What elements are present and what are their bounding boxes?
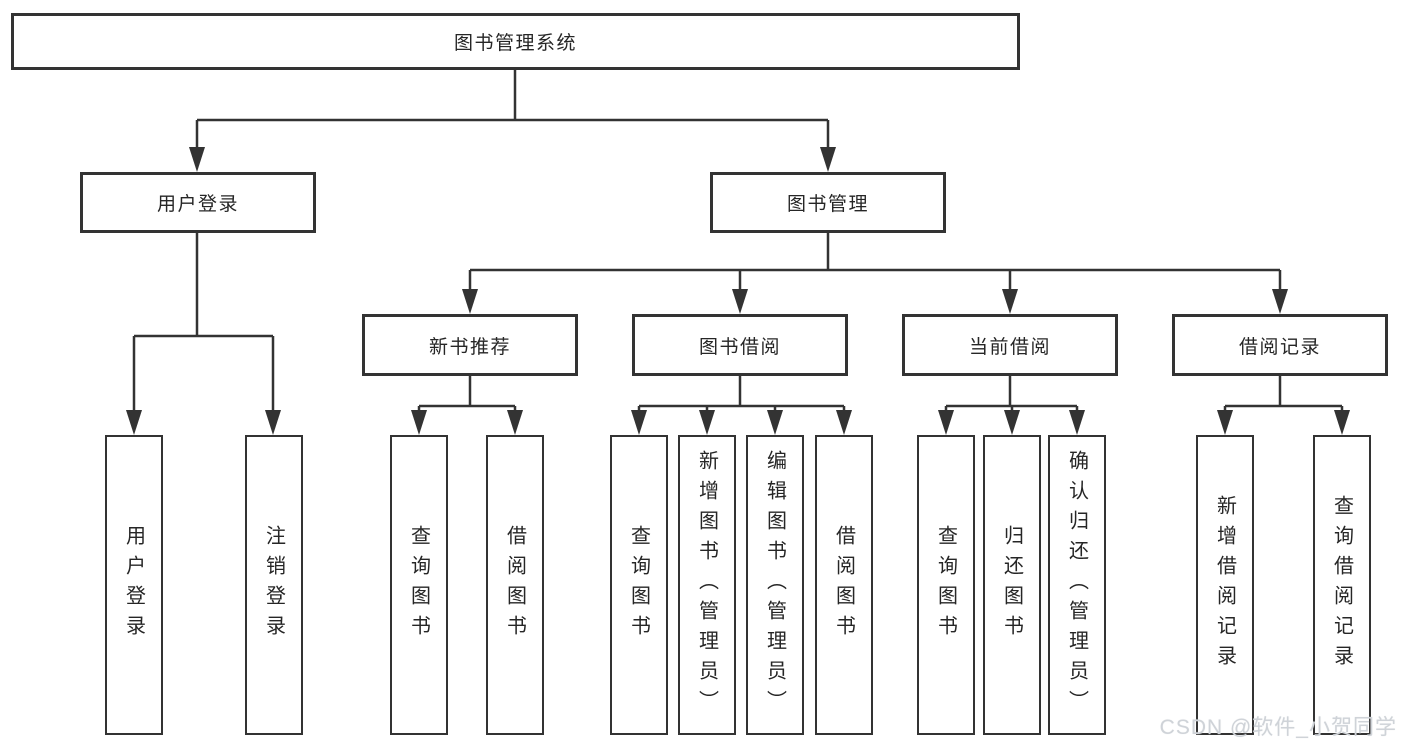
- connector-newbookrec-to-leaves: [411, 376, 523, 435]
- leaf-query-borrow-record: 查询借阅记录: [1313, 435, 1371, 735]
- leaf-confirm-return-admin: 确认归还（管理员）: [1048, 435, 1106, 735]
- connector-borrowrecords-to-leaves: [1217, 376, 1350, 435]
- leaf-return-books: 归还图书: [983, 435, 1041, 735]
- node-borrow-records: 借阅记录: [1172, 314, 1388, 376]
- connector-bookborrow-to-leaves: [631, 376, 852, 435]
- node-book-borrow: 图书借阅: [632, 314, 848, 376]
- leaf-add-book-admin: 新增图书（管理员）: [678, 435, 736, 735]
- node-book-management: 图书管理: [710, 172, 946, 233]
- node-system-title: 图书管理系统: [11, 13, 1020, 70]
- leaf-query-books-current: 查询图书: [917, 435, 975, 735]
- connector-bookmgmt-to-level2: [462, 233, 1288, 314]
- leaf-edit-book-admin: 编辑图书（管理员）: [746, 435, 804, 735]
- node-current-borrow: 当前借阅: [902, 314, 1118, 376]
- connector-currentborrow-to-leaves: [938, 376, 1085, 435]
- leaf-query-books-recommend: 查询图书: [390, 435, 448, 735]
- connector-root-to-level1: [189, 70, 836, 172]
- csdn-watermark: CSDN @软件_小贺同学: [1159, 716, 1397, 739]
- connector-userlogin-to-leaves: [126, 233, 281, 435]
- leaf-query-books-borrow: 查询图书: [610, 435, 668, 735]
- leaf-logout: 注销登录: [245, 435, 303, 735]
- leaf-borrow-books: 借阅图书: [815, 435, 873, 735]
- node-user-login: 用户登录: [80, 172, 316, 233]
- leaf-user-login: 用户登录: [105, 435, 163, 735]
- leaf-borrow-books-recommend: 借阅图书: [486, 435, 544, 735]
- node-new-book-recommend: 新书推荐: [362, 314, 578, 376]
- leaf-add-borrow-record: 新增借阅记录: [1196, 435, 1254, 735]
